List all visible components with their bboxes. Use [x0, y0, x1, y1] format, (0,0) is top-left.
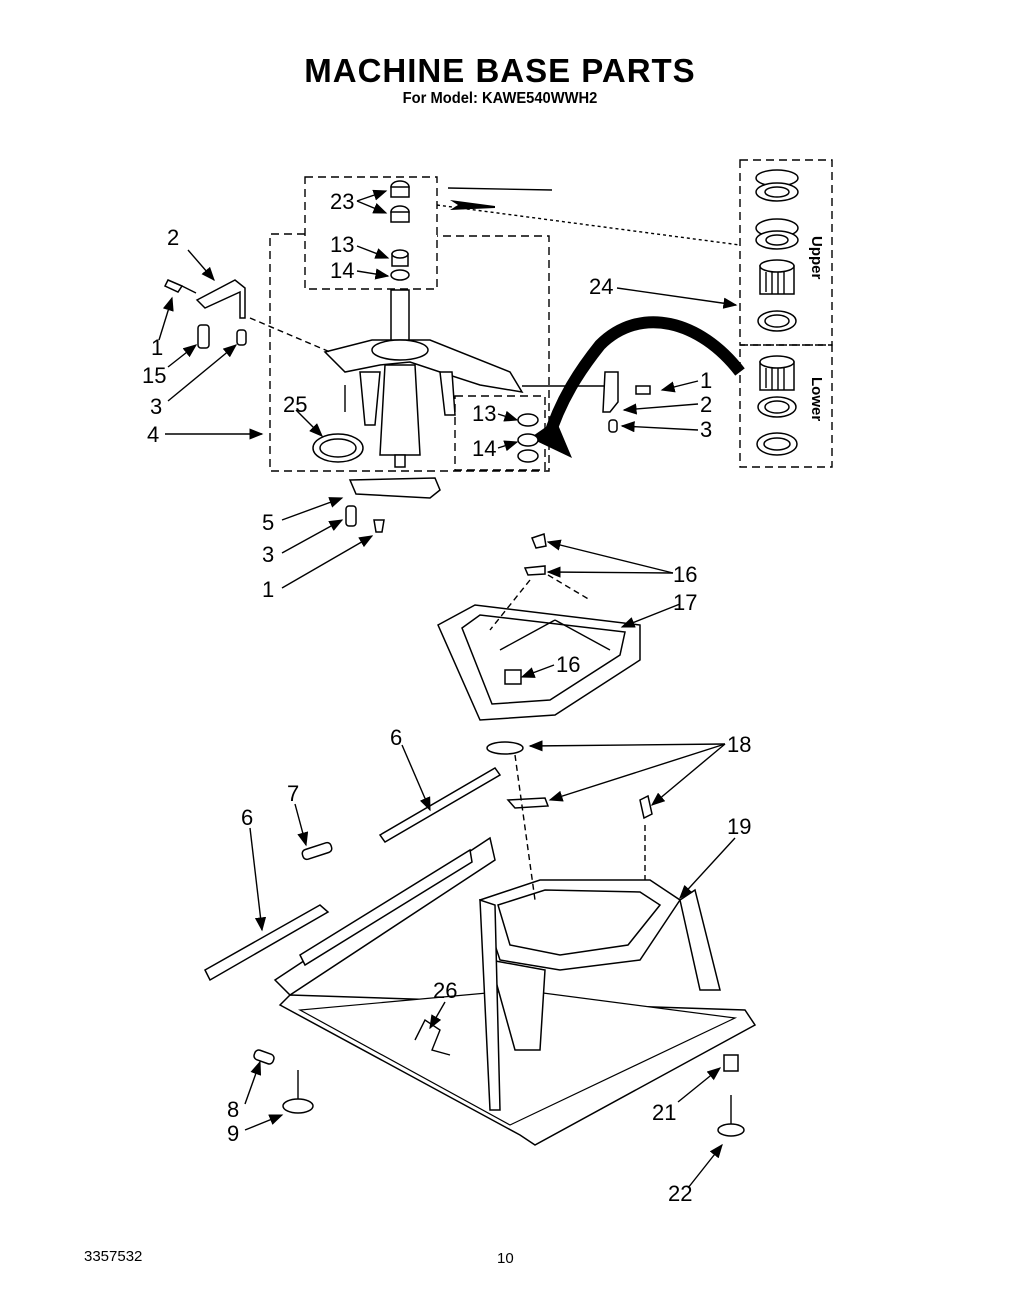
pad-line-a	[514, 754, 536, 901]
callout-6-left: 6	[241, 805, 253, 830]
callout-1-left: 1	[151, 335, 163, 360]
upper-group-label: Upper	[808, 236, 825, 280]
bearing-subassembly-box	[304, 176, 438, 290]
callout-14-detail: 14	[472, 436, 496, 461]
page-number: 10	[497, 1250, 514, 1267]
lower-bearing-kit-box	[739, 344, 833, 468]
gearcase-assembly-box	[269, 233, 550, 472]
callout-19: 19	[727, 814, 751, 839]
callout-3-left: 3	[150, 394, 162, 419]
right-bracket-parts	[602, 371, 651, 433]
callout-16-bottom: 16	[556, 652, 580, 677]
callout-14-top: 14	[330, 258, 354, 283]
callout-13-top: 13	[330, 232, 354, 257]
callout-5: 5	[262, 510, 274, 535]
callout-23: 23	[330, 189, 354, 214]
callout-13-detail: 13	[472, 401, 496, 426]
clip-line-a	[489, 579, 531, 631]
lower-group-label: Lower	[808, 377, 825, 421]
callout-18: 18	[727, 732, 751, 757]
bushing-detail-box	[454, 395, 546, 471]
gearcase-frame	[323, 289, 524, 468]
callout-21: 21	[652, 1100, 676, 1125]
model-subtitle: For Model: KAWE540WWH2	[402, 90, 598, 107]
callout-9: 9	[227, 1121, 239, 1146]
callout-16-top: 16	[673, 562, 697, 587]
callout-8: 8	[227, 1097, 239, 1122]
rail-parts	[204, 767, 502, 982]
page-title: MACHINE BASE PARTS	[304, 52, 696, 89]
leveling-leg-left	[253, 1049, 314, 1114]
callout-24: 24	[589, 274, 613, 299]
spring-clip	[414, 1018, 451, 1056]
reference-arrow-lower	[542, 316, 745, 442]
callout-1-right: 1	[700, 368, 712, 393]
reference-arrow-upper	[450, 200, 495, 210]
bushing-pair	[517, 413, 539, 463]
leader-lines	[158, 189, 738, 1189]
callout-7: 7	[287, 781, 299, 806]
callout-1-lower: 1	[262, 577, 274, 602]
callout-4: 4	[147, 422, 159, 447]
reference-arrowhead-lower	[530, 420, 572, 458]
callout-2-left: 2	[167, 225, 179, 250]
upper-bearing-stack	[755, 169, 799, 332]
kit-reference-line	[436, 204, 741, 246]
callout-25: 25	[283, 392, 307, 417]
assembly-line-left	[249, 317, 331, 353]
callout-2-right: 2	[700, 392, 712, 417]
machine-base-frame	[273, 836, 757, 1146]
lower-bearing-stack	[756, 355, 798, 456]
seal-ring	[312, 433, 364, 463]
suspension-bracket	[437, 604, 641, 721]
bearing-stack-top	[390, 180, 410, 281]
clip-parts	[504, 533, 547, 685]
callout-26: 26	[433, 978, 457, 1003]
lower-bracket-parts	[345, 477, 441, 533]
callout-3-lower: 3	[262, 542, 274, 567]
callout-17: 17	[673, 590, 697, 615]
callout-22: 22	[668, 1181, 692, 1206]
upper-bearing-kit-box	[739, 159, 833, 346]
reference-arrow-upper-shaft	[447, 187, 553, 191]
clip-line-b	[547, 574, 591, 601]
leveling-leg-right	[717, 1054, 745, 1137]
callout-6-right: 6	[390, 725, 402, 750]
callout-3-right: 3	[700, 417, 712, 442]
document-number: 3357532	[84, 1248, 143, 1265]
left-bracket-parts	[163, 279, 247, 349]
snubber-pads	[486, 741, 653, 820]
callout-15: 15	[142, 363, 166, 388]
